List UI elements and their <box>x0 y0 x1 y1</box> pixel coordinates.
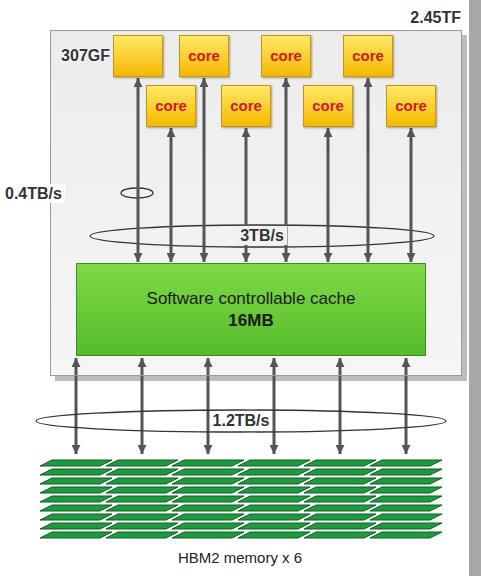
bandwidth-ellipse <box>36 410 446 432</box>
core-peak-label: 307GF <box>61 46 110 66</box>
core-box: core <box>146 85 196 127</box>
core-box: core <box>261 35 311 77</box>
bandwidth-arrow <box>203 78 206 262</box>
bandwidth-arrow <box>137 78 140 262</box>
bandwidth-arrow <box>367 78 370 262</box>
core-box: core <box>386 85 436 127</box>
cache-label: Software controllable cache <box>147 288 356 309</box>
bandwidth-arrow <box>410 128 413 262</box>
bandwidth-arrow <box>170 128 173 262</box>
core-label: core <box>188 47 220 66</box>
bandwidth-label: 0.4TB/s <box>2 184 65 203</box>
text-block: Software controllable cache16MB <box>77 264 425 355</box>
core-box: 307GF <box>113 35 163 77</box>
text-block: core <box>387 86 435 126</box>
text-block: core <box>344 36 392 76</box>
chip-box: 2.45TF307GFcorecorecorecorecorecorecoreS… <box>50 30 462 376</box>
bandwidth-label: 3TB/s <box>237 226 287 245</box>
core-label: core <box>270 47 302 66</box>
bandwidth-arrow <box>327 128 330 262</box>
text-block: core <box>147 86 195 126</box>
core-label: core <box>230 97 262 116</box>
bandwidth-label: 1.2TB/s <box>210 411 273 430</box>
hbm-arrows <box>76 358 406 454</box>
text-block: 2.45TF <box>410 8 461 28</box>
bandwidth-ellipse <box>90 225 434 247</box>
text-block: core <box>262 36 310 76</box>
text-block: 307GF <box>61 46 110 66</box>
cache-size: 16MB <box>228 310 273 331</box>
core-box: core <box>221 85 271 127</box>
core-box: core <box>303 85 353 127</box>
core-label: core <box>352 47 384 66</box>
hbm-stacks <box>40 460 442 538</box>
core-label: core <box>312 97 344 116</box>
core-label: core <box>155 97 187 116</box>
text-block: core <box>222 86 270 126</box>
text-block: core <box>180 36 228 76</box>
slide-edge-bar <box>469 0 481 576</box>
cache-box: Software controllable cache16MB <box>76 263 426 356</box>
core-box: core <box>343 35 393 77</box>
core-box: core <box>179 35 229 77</box>
core-label: core <box>395 97 427 116</box>
chip-fill <box>50 30 462 376</box>
memory-caption: HBM2 memory x 6 <box>175 549 305 567</box>
text-block: core <box>304 86 352 126</box>
chip-peak-label: 2.45TF <box>410 8 461 28</box>
